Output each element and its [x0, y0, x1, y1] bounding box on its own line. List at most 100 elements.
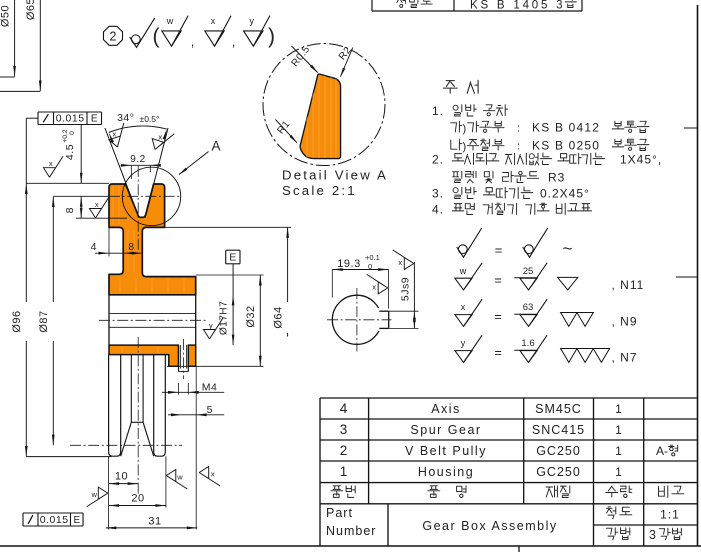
svg-text:1:1: 1:1	[660, 508, 680, 522]
svg-text:0: 0	[368, 262, 372, 271]
svg-text:4: 4	[91, 241, 97, 253]
svg-text:2.: 2.	[432, 153, 444, 167]
svg-text:Ø87: Ø87	[38, 310, 50, 332]
svg-text:5Js9: 5Js9	[399, 277, 411, 301]
svg-text:1.: 1.	[432, 104, 444, 118]
svg-text:x: x	[211, 469, 215, 478]
svg-text:3.: 3.	[432, 187, 444, 201]
svg-text:x: x	[461, 302, 466, 312]
svg-text:): )	[268, 25, 275, 48]
svg-text:2: 2	[340, 443, 349, 458]
svg-text:M4: M4	[202, 382, 218, 394]
svg-text:63: 63	[523, 302, 534, 313]
svg-text:GC250: GC250	[536, 444, 581, 458]
svg-text:E: E	[229, 252, 236, 264]
svg-text:1: 1	[615, 465, 622, 479]
svg-text:=: =	[494, 309, 502, 324]
svg-text:SM45C: SM45C	[535, 402, 582, 416]
svg-text:x: x	[158, 133, 162, 142]
svg-text:Gear Box Assembly: Gear Box Assembly	[422, 519, 557, 533]
svg-text:3: 3	[340, 422, 349, 437]
svg-text:y: y	[209, 321, 213, 330]
svg-text:=: =	[494, 273, 502, 288]
svg-text:Number: Number	[326, 524, 376, 538]
svg-text:Ø65: Ø65	[25, 0, 37, 20]
svg-text::: :	[517, 123, 520, 135]
svg-text:E: E	[91, 114, 98, 125]
svg-text:2: 2	[110, 29, 117, 43]
svg-text:8: 8	[128, 241, 134, 253]
svg-text:): )	[463, 141, 467, 153]
svg-text:x: x	[372, 282, 376, 291]
svg-text:10: 10	[115, 470, 128, 482]
svg-text:KS B 0250: KS B 0250	[532, 139, 600, 153]
svg-text:Detail View A: Detail View A	[282, 168, 388, 183]
svg-text:V Belt Pully: V Belt Pully	[405, 444, 487, 458]
svg-text:1: 1	[340, 464, 349, 479]
svg-text:~: ~	[563, 239, 573, 258]
svg-text:4.: 4.	[432, 203, 444, 217]
svg-text:4.5: 4.5	[64, 144, 76, 160]
svg-text:Ø50: Ø50	[0, 5, 11, 27]
svg-text:=: =	[495, 243, 503, 258]
svg-text:0.2X45°: 0.2X45°	[540, 187, 590, 201]
svg-text:25: 25	[523, 266, 534, 277]
svg-text:A-: A-	[656, 444, 668, 458]
svg-text:0: 0	[69, 131, 76, 135]
svg-text:, N11: , N11	[612, 278, 645, 292]
svg-text:4: 4	[340, 401, 349, 416]
svg-text:KS B 0412: KS B 0412	[532, 121, 600, 135]
svg-text:0.015: 0.015	[56, 113, 85, 125]
svg-text:,: ,	[191, 34, 195, 49]
svg-text:w: w	[166, 16, 174, 26]
svg-text:E: E	[73, 515, 80, 526]
svg-text:w: w	[176, 472, 183, 481]
svg-text:w: w	[459, 266, 467, 276]
svg-text:19.3: 19.3	[337, 258, 360, 270]
svg-text:A: A	[211, 139, 221, 154]
svg-text:w: w	[90, 490, 97, 499]
svg-text:1: 1	[615, 444, 622, 458]
svg-text:9.2: 9.2	[130, 154, 145, 165]
svg-text:Housing: Housing	[418, 465, 474, 479]
svg-text:1: 1	[615, 402, 622, 416]
svg-text:x: x	[95, 200, 99, 209]
svg-text:Ø32: Ø32	[245, 305, 257, 327]
svg-text:): )	[463, 123, 467, 135]
svg-text::: :	[517, 141, 520, 153]
svg-text:34°: 34°	[117, 112, 134, 124]
svg-text:20: 20	[131, 492, 144, 504]
svg-text:=: =	[494, 345, 502, 360]
svg-text:x: x	[398, 258, 402, 267]
svg-text:Scale 2:1: Scale 2:1	[282, 183, 357, 198]
svg-text:x: x	[113, 129, 117, 138]
svg-text:x: x	[49, 159, 53, 168]
svg-text:y: y	[250, 16, 255, 26]
svg-text:5: 5	[207, 404, 213, 416]
svg-text:1.6: 1.6	[521, 338, 534, 349]
svg-text:R3: R3	[548, 171, 565, 185]
svg-text:y: y	[461, 338, 466, 348]
svg-text:8: 8	[64, 207, 76, 213]
svg-text:Ø96: Ø96	[11, 310, 23, 332]
svg-text:Spur Gear: Spur Gear	[410, 423, 481, 437]
svg-text:+0.2: +0.2	[62, 129, 69, 143]
svg-text:,: ,	[232, 34, 236, 49]
svg-text:GC250: GC250	[536, 465, 581, 479]
svg-text:KS B 1405 3: KS B 1405 3	[470, 0, 565, 12]
svg-text:Ø64: Ø64	[273, 306, 285, 328]
svg-text:Ø17H7: Ø17H7	[219, 301, 230, 335]
svg-text:1X45°,: 1X45°,	[620, 153, 662, 167]
svg-text:x: x	[211, 16, 216, 26]
svg-text:+0.1: +0.1	[365, 253, 380, 262]
svg-text:, N9: , N9	[612, 314, 638, 328]
svg-text:±0.5°: ±0.5°	[140, 114, 160, 124]
svg-text:Axis: Axis	[431, 402, 461, 416]
svg-text:3: 3	[649, 528, 656, 542]
svg-text:SNC415: SNC415	[532, 423, 585, 437]
svg-text:, N7: , N7	[612, 350, 638, 364]
svg-text:(: (	[153, 25, 160, 48]
svg-text:Part: Part	[326, 506, 353, 520]
svg-text:1: 1	[615, 423, 622, 437]
svg-text:0.015: 0.015	[40, 514, 69, 526]
